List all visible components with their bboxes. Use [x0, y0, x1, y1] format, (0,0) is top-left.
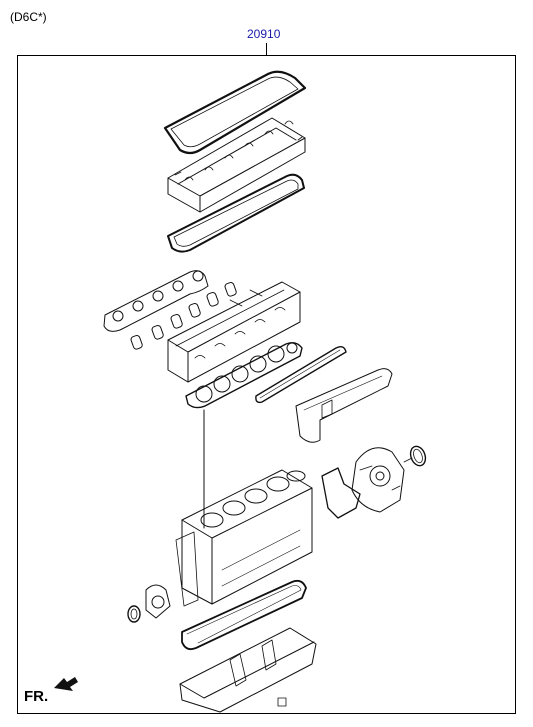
side-cover-gasket[interactable] — [255, 345, 347, 404]
cylinder-block[interactable] — [175, 469, 313, 607]
callout-leader-line — [266, 43, 267, 55]
rear-oil-seal-housing[interactable] — [145, 584, 171, 619]
rocker-cover-gasket-lower[interactable] — [167, 173, 305, 253]
oil-pan[interactable] — [179, 627, 317, 713]
front-cover-gasket[interactable] — [321, 467, 361, 519]
rear-crank-oil-seal[interactable] — [127, 605, 141, 623]
cylinder-head[interactable] — [167, 281, 301, 383]
rocker-cover[interactable] — [167, 117, 306, 213]
timing-gear-cover[interactable] — [351, 447, 405, 513]
engine-variant-label: (D6C*) — [10, 10, 47, 24]
intake-duct-gasket[interactable] — [295, 368, 393, 443]
part-number-callout[interactable]: 20910 — [247, 27, 281, 41]
oil-pan-gasket[interactable] — [181, 579, 307, 651]
oil-drain-plug[interactable] — [277, 697, 287, 707]
exhaust-manifold-gasket-set[interactable] — [103, 270, 209, 332]
intake-port-gasket-set[interactable] — [130, 281, 237, 350]
front-crank-seal[interactable] — [403, 444, 428, 468]
cylinder-head-gasket[interactable] — [185, 341, 303, 409]
arrow-front-icon — [54, 677, 78, 691]
rocker-cover-gasket-upper[interactable] — [163, 70, 307, 155]
front-direction-label: FR. — [24, 688, 49, 705]
diagram-frame — [17, 55, 516, 714]
